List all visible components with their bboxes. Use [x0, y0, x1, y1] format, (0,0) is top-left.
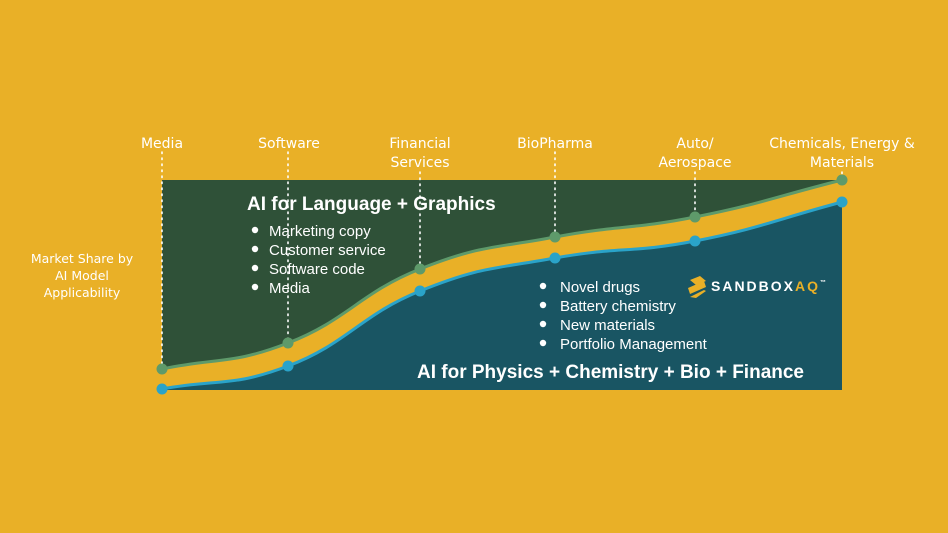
physics-region — [162, 202, 842, 390]
language-point — [836, 174, 848, 186]
bullet-icon — [539, 282, 547, 290]
svg-text:SANDBOXAQ™: SANDBOXAQ™ — [711, 278, 828, 294]
physics-items-list: Novel drugs Battery chemistry New materi… — [539, 279, 708, 353]
bullet-icon — [539, 339, 547, 347]
category-label: Financial — [389, 136, 450, 152]
list-item: Media — [269, 280, 311, 297]
list-item: Battery chemistry — [560, 298, 676, 315]
physics-point — [414, 285, 426, 297]
list-item: Portfolio Management — [560, 336, 708, 353]
language-point — [549, 231, 561, 243]
language-region — [162, 180, 842, 369]
bullet-icon — [251, 283, 259, 291]
bullet-icon — [251, 264, 259, 272]
category-label: Aerospace — [658, 155, 731, 171]
list-item: Novel drugs — [560, 279, 640, 296]
language-point — [156, 363, 168, 375]
bullet-icon — [539, 301, 547, 309]
language-point — [282, 337, 294, 349]
language-region-title: AI for Language + Graphics — [247, 194, 496, 215]
physics-boundary-line — [161, 200, 843, 391]
category-label: BioPharma — [517, 136, 593, 152]
language-boundary-line — [161, 178, 843, 371]
logo-text: SANDBOX — [711, 278, 795, 294]
bullet-icon — [539, 320, 547, 328]
category-label: Chemicals, Energy & — [769, 136, 915, 152]
category-label: Materials — [810, 155, 874, 171]
category-label: Services — [390, 155, 449, 171]
logo-tm: ™ — [820, 279, 828, 286]
y-axis-label-line: Applicability — [44, 285, 121, 300]
bullet-icon — [251, 226, 259, 234]
physics-point — [156, 383, 168, 395]
y-axis-label-line: AI Model — [55, 268, 109, 283]
physics-point — [282, 360, 294, 372]
y-axis-label-line: Market Share by — [31, 251, 134, 266]
list-item: New materials — [560, 317, 655, 334]
logo-accent: AQ — [795, 278, 820, 294]
sandboxaq-logo: SANDBOXAQ™ — [688, 276, 828, 298]
language-items-list: Marketing copy Customer service Software… — [251, 223, 386, 297]
transition-band — [162, 180, 842, 389]
physics-point — [549, 252, 561, 264]
y-axis-label: Market Share by AI Model Applicability — [31, 251, 134, 300]
category-label: Media — [141, 136, 183, 152]
physics-point — [689, 235, 701, 247]
physics-point — [836, 196, 848, 208]
category-label: Software — [258, 136, 320, 152]
list-item: Customer service — [269, 242, 386, 259]
language-point — [689, 211, 701, 223]
language-point — [414, 263, 426, 275]
list-item: Software code — [269, 261, 365, 278]
sandboxaq-logo-icon — [688, 276, 706, 298]
bullet-icon — [251, 245, 259, 253]
list-item: Marketing copy — [269, 223, 371, 240]
category-label: Auto/ — [676, 136, 714, 152]
physics-region-title: AI for Physics + Chemistry + Bio + Finan… — [417, 362, 804, 383]
